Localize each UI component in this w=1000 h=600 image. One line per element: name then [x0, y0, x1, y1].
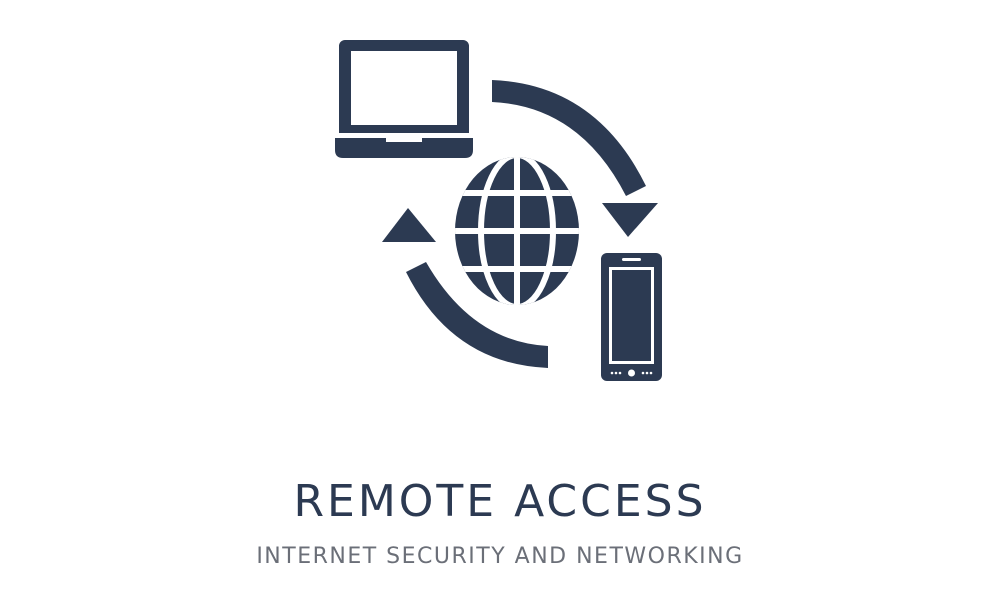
smartphone-icon	[601, 253, 662, 381]
arrow-clockwise-icon	[492, 80, 658, 237]
page-subtitle: INTERNET SECURITY AND NETWORKING	[256, 544, 744, 569]
globe-icon	[455, 157, 579, 305]
remote-access-artwork	[335, 40, 662, 381]
arrow-counterclockwise-icon	[382, 208, 548, 368]
laptop-icon	[335, 40, 473, 158]
page-title: REMOTE ACCESS	[293, 476, 707, 527]
